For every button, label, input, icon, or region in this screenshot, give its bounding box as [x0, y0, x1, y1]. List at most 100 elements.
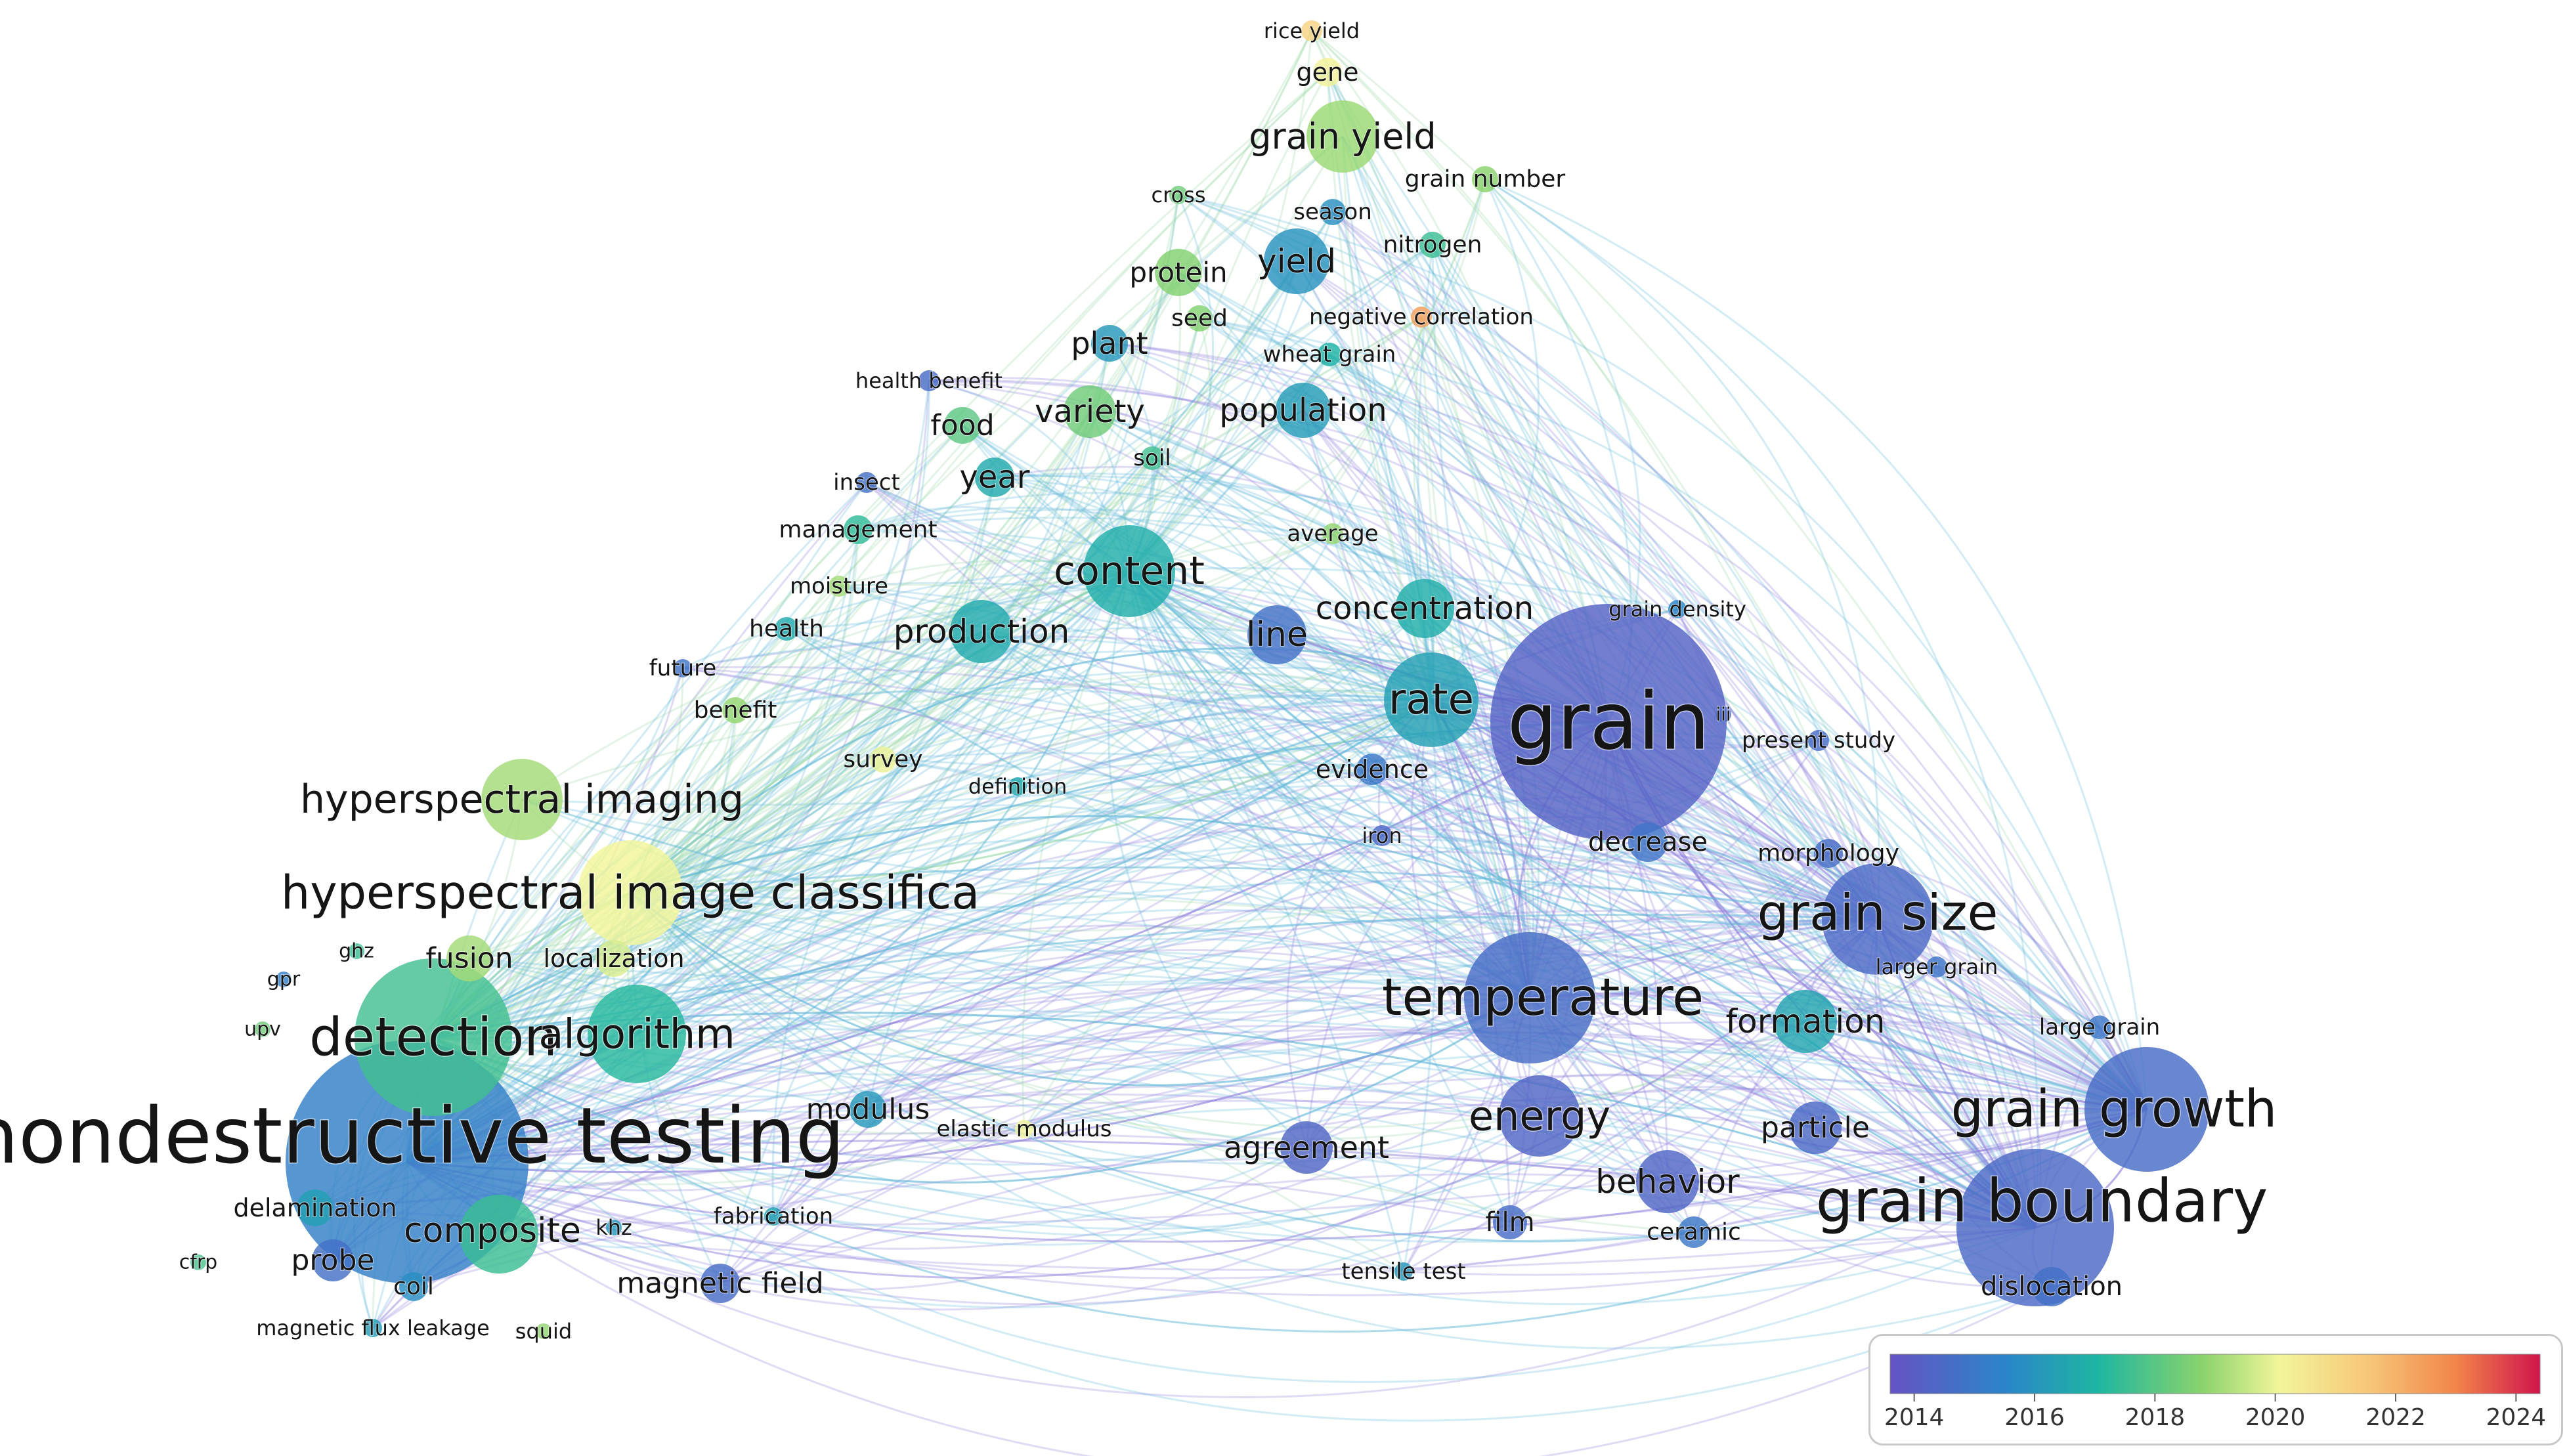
node-hyperspectral-image-classifica[interactable] [578, 840, 683, 945]
node-average[interactable] [1322, 523, 1343, 544]
node-management[interactable] [844, 515, 873, 544]
node-insect[interactable] [856, 472, 877, 493]
node-dislocation[interactable] [2032, 1267, 2071, 1306]
node-rice-yield[interactable] [1301, 20, 1322, 41]
node-large-grain[interactable] [2088, 1016, 2111, 1039]
node-protein[interactable] [1155, 249, 1202, 296]
node-future[interactable] [674, 659, 692, 677]
node-benefit[interactable] [722, 697, 748, 723]
node-ceramic[interactable] [1678, 1216, 1710, 1248]
label-magnetic-flux-leakage: magnetic flux leakage [256, 1316, 490, 1340]
node-hyperspectral-imaging[interactable] [481, 759, 563, 840]
node-evidence[interactable] [1356, 754, 1388, 785]
node-food[interactable] [944, 407, 981, 444]
node-iron[interactable] [1371, 825, 1392, 846]
node-rate[interactable] [1384, 653, 1478, 747]
node-health[interactable] [775, 617, 798, 641]
node-grain-growth[interactable] [2084, 1047, 2209, 1172]
node-grain-boundary[interactable] [1956, 1149, 2114, 1306]
node-soil[interactable] [1140, 446, 1164, 470]
node-grain-density[interactable] [1668, 600, 1687, 618]
link-grain-size-survey [882, 752, 1878, 920]
node-morphology[interactable] [1814, 839, 1843, 868]
link-content-temperature [1128, 570, 1530, 999]
node-probe[interactable] [312, 1239, 354, 1281]
link-grain-size-coil [413, 918, 1878, 1288]
link-nondestructive-testing-rice-yield [406, 30, 1313, 1163]
node-khz[interactable] [606, 1220, 622, 1235]
node-film[interactable] [1493, 1205, 1527, 1239]
link-hyperspectral-image-classifica-grain-number [630, 179, 1486, 894]
link-grain-size-wheat-grain [1329, 353, 1879, 920]
node-health-benefit[interactable] [918, 370, 939, 391]
node-ghz[interactable] [349, 943, 364, 959]
label-fusion: fusion [425, 942, 513, 975]
node-fabrication[interactable] [764, 1207, 783, 1226]
node-population[interactable] [1276, 383, 1331, 438]
node-negative-correlation[interactable] [1411, 307, 1432, 328]
node-energy[interactable] [1499, 1075, 1580, 1157]
link-nondestructive-testing-morphology [406, 852, 1830, 1250]
node-survey[interactable] [870, 746, 896, 773]
node-production[interactable] [950, 600, 1013, 663]
label-year: year [959, 459, 1029, 496]
node-fusion[interactable] [446, 935, 492, 981]
node-grain[interactable] [1490, 604, 1727, 840]
link-detection-larger-grain [433, 966, 1937, 1230]
link-temperature-season [1331, 211, 1531, 998]
link-nondestructive-testing-negative-correlation [406, 316, 1422, 1163]
link-detection-evidence [433, 768, 1373, 1038]
node-detection[interactable] [355, 958, 512, 1116]
node-cfrp[interactable] [190, 1254, 206, 1270]
node-grain-yield[interactable] [1306, 100, 1379, 173]
node-delamination[interactable] [297, 1189, 334, 1226]
node-magnetic-field[interactable] [701, 1264, 740, 1303]
label-gene: gene [1297, 58, 1359, 87]
node-agreement[interactable] [1280, 1121, 1333, 1174]
node-formation[interactable] [1774, 990, 1837, 1053]
node-wheat-grain[interactable] [1318, 343, 1341, 366]
node-larger-grain[interactable] [1926, 956, 1947, 977]
node-gpr[interactable] [276, 972, 291, 987]
node-iii[interactable] [1715, 706, 1731, 722]
node-content[interactable] [1083, 525, 1175, 617]
node-present-study[interactable] [1808, 730, 1829, 751]
node-modulus[interactable] [850, 1091, 886, 1128]
node-composite[interactable] [460, 1195, 538, 1274]
node-squid[interactable] [536, 1323, 551, 1339]
link-detection-formation [433, 1020, 1806, 1237]
node-temperature[interactable] [1464, 932, 1595, 1063]
node-magnetic-flux-leakage[interactable] [364, 1319, 382, 1337]
node-gene[interactable] [1313, 58, 1342, 87]
link-grain-growth-wheat-grain [1329, 353, 2148, 1110]
node-grain-number[interactable] [1472, 166, 1498, 192]
node-cross[interactable] [1169, 186, 1188, 204]
node-tensile-test[interactable] [1394, 1262, 1413, 1281]
node-upv[interactable] [255, 1021, 270, 1037]
link-detection-agreement [433, 1036, 1307, 1230]
node-season[interactable] [1320, 199, 1346, 225]
node-localization[interactable] [595, 940, 632, 977]
link-grain-growth-grain-yield [1341, 136, 2148, 1111]
link-nondestructive-testing-soil [406, 458, 1154, 1163]
node-algorithm[interactable] [588, 985, 686, 1083]
node-grain-size[interactable] [1822, 863, 1933, 975]
node-moisture[interactable] [829, 576, 850, 597]
label-ghz: ghz [339, 940, 374, 963]
node-line[interactable] [1247, 605, 1306, 664]
node-variety[interactable] [1064, 385, 1116, 438]
node-nitrogen[interactable] [1419, 232, 1446, 258]
node-yield[interactable] [1264, 228, 1329, 294]
node-plant[interactable] [1091, 325, 1128, 362]
node-concentration[interactable] [1395, 579, 1454, 638]
node-year[interactable] [975, 458, 1014, 497]
node-definition[interactable] [1008, 777, 1027, 796]
node-particle[interactable] [1789, 1102, 1842, 1154]
node-coil[interactable] [399, 1272, 428, 1301]
node-seed[interactable] [1186, 305, 1213, 332]
node-elastic-modulus[interactable] [1015, 1120, 1033, 1138]
node-decrease[interactable] [1628, 823, 1668, 862]
link-grain-size-grain-number [1484, 178, 1880, 920]
node-behavior[interactable] [1636, 1150, 1699, 1213]
link-content-detection [432, 570, 1130, 1038]
